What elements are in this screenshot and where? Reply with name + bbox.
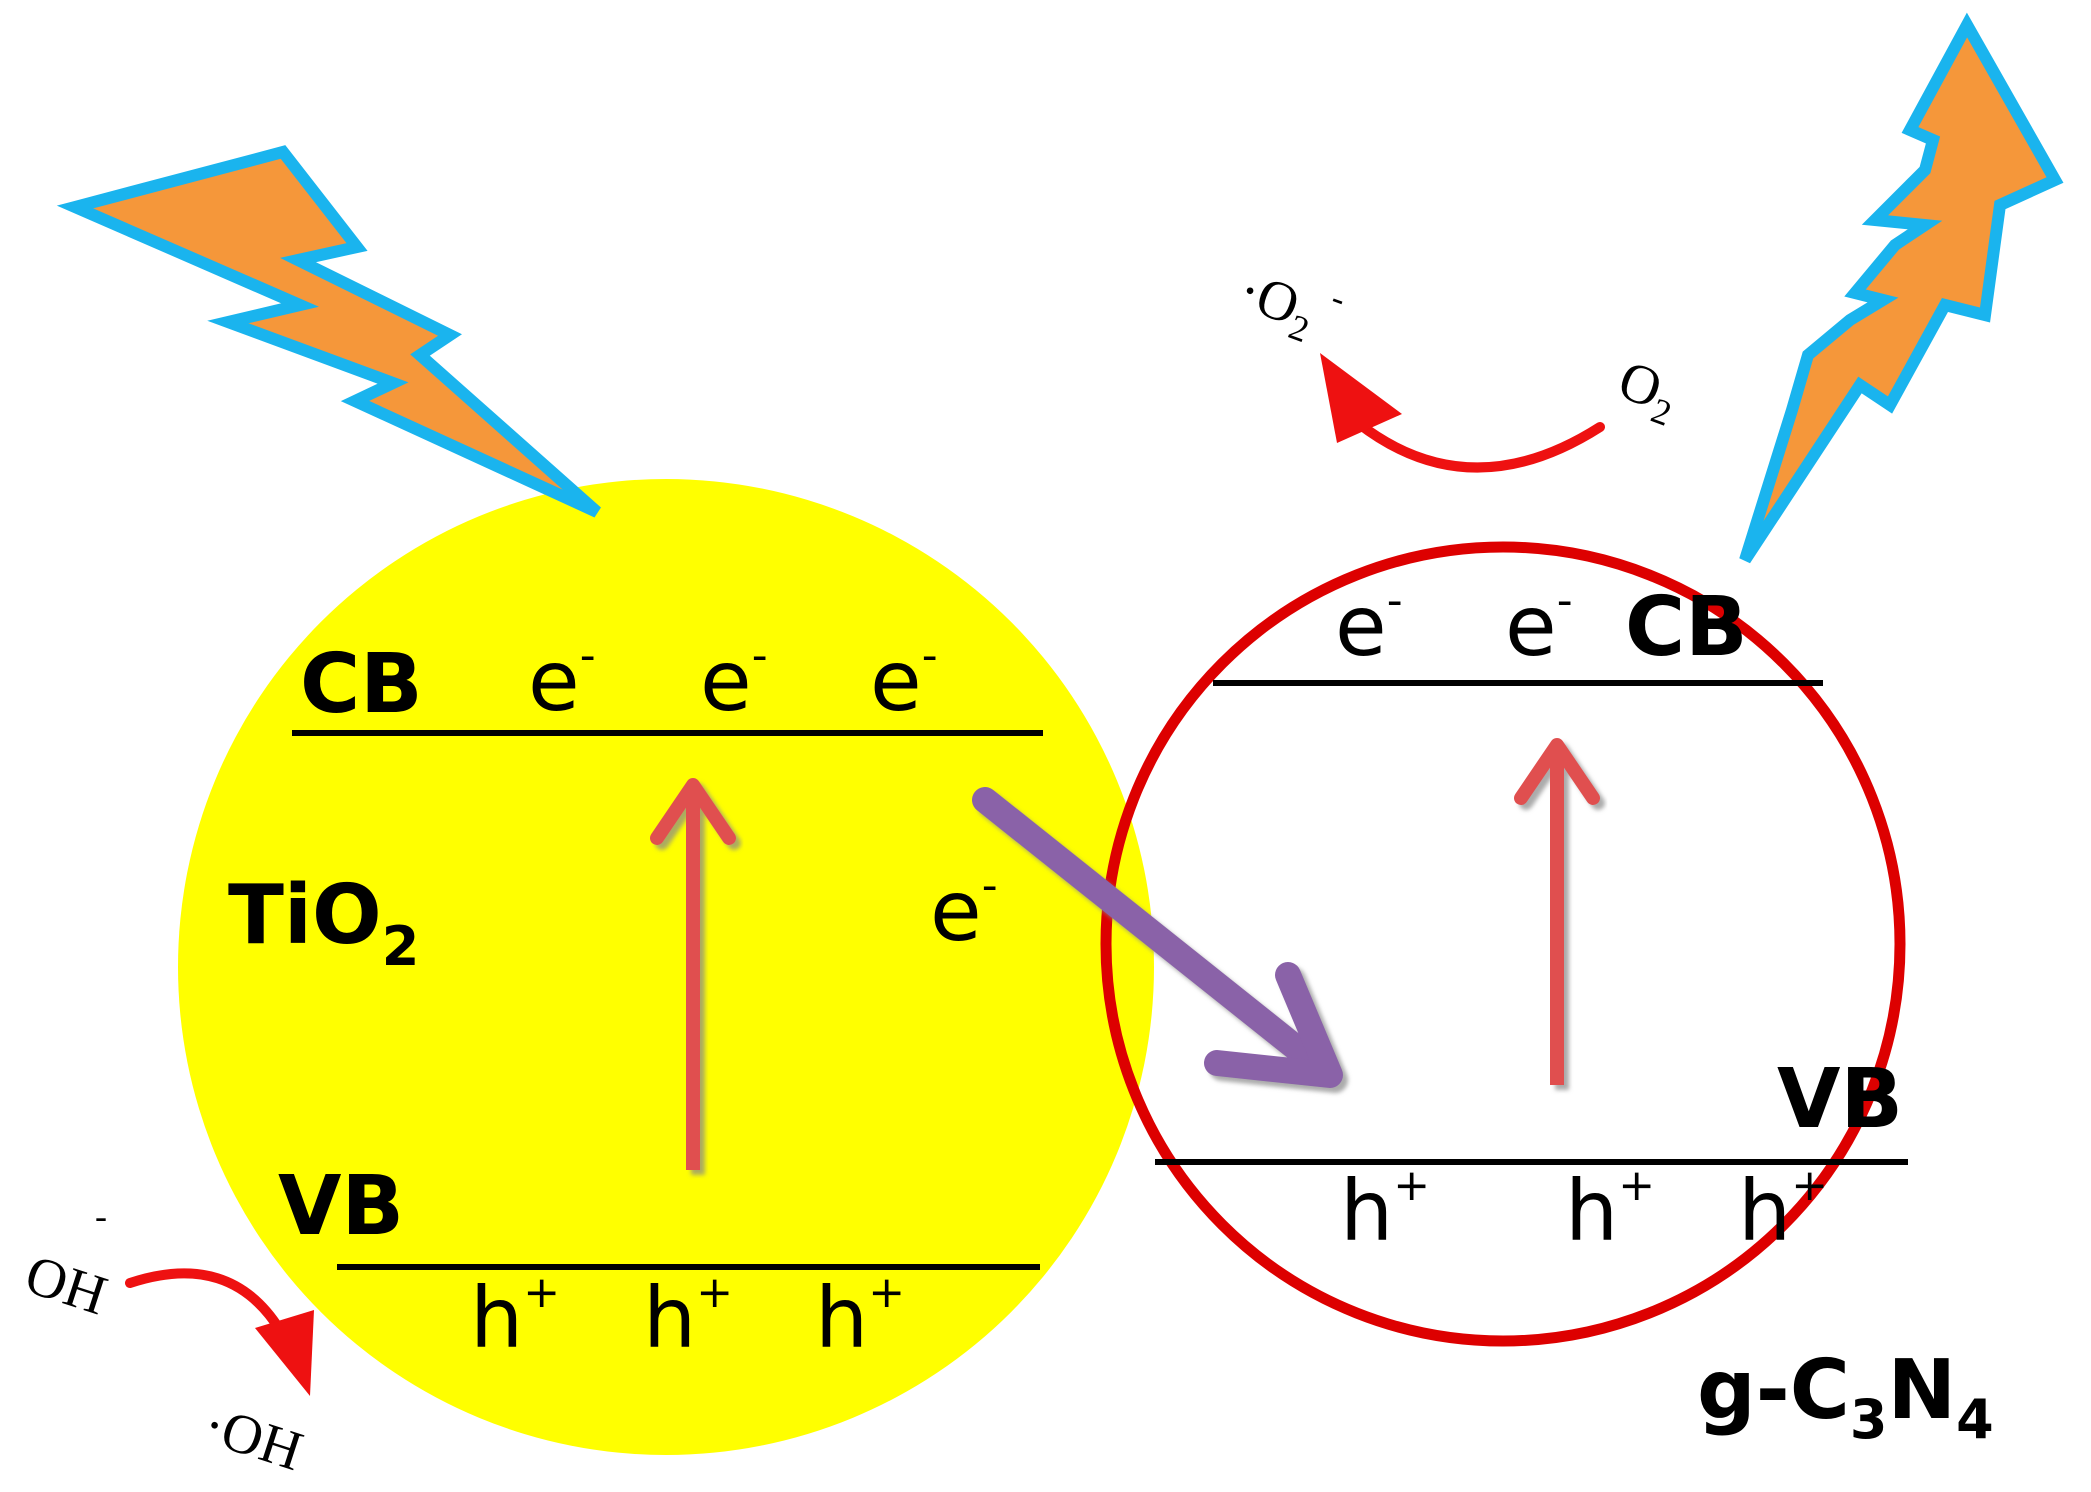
electron: e- — [1505, 575, 1573, 675]
gc3n4-particle — [1100, 541, 1906, 1347]
tio2-cb-electrons: e- e- e- — [528, 630, 938, 730]
tio2-excitation-arrow — [650, 778, 736, 1170]
tio2-cb-label: CB — [300, 637, 423, 732]
superoxide-radical: ·O2- — [1228, 247, 1351, 359]
lightning-bolt-icon — [56, 145, 601, 518]
electron: e- — [528, 630, 596, 730]
hydroxide-charge: - — [95, 1196, 107, 1236]
hydroxyl-reaction-arrow — [125, 1268, 314, 1396]
hole: h+ — [470, 1267, 560, 1367]
gc3n4-vb-label: VB — [1777, 1052, 1903, 1147]
electron: e- — [700, 630, 768, 730]
hole: h+ — [1340, 1160, 1430, 1260]
electron: e- — [870, 630, 938, 730]
superoxide-reaction-arrow — [1320, 353, 1605, 473]
gc3n4-excitation-arrow — [1514, 738, 1600, 1085]
lightning-bolt-icon — [1739, 12, 2064, 564]
oxygen-reactant: O2 — [1608, 349, 1687, 434]
tio2-label: TiO2 — [228, 868, 419, 978]
hole: h+ — [643, 1267, 733, 1367]
gc3n4-cb-label: CB — [1625, 580, 1748, 675]
hole: h+ — [1565, 1160, 1655, 1260]
electron: e- — [1335, 575, 1403, 675]
tio2-particle — [178, 479, 1154, 1455]
hole: h+ — [815, 1267, 905, 1367]
tio2-vb-label: VB — [278, 1159, 404, 1254]
tio2-vb-holes: h+ h+ h+ — [470, 1267, 905, 1367]
gc3n4-cb-electrons: e- e- — [1335, 575, 1573, 675]
hole: h+ — [1738, 1160, 1828, 1260]
gc3n4-label: g-C3N4 — [1697, 1343, 1994, 1451]
hydroxyl-radical: ·OH — [196, 1393, 310, 1483]
gc3n4-vb-holes: h+ h+ h+ — [1340, 1160, 1828, 1260]
electron-transfer-arrow — [972, 787, 1343, 1088]
hydroxide-reactant: OH — [18, 1243, 114, 1327]
transferring-electron: e- — [930, 860, 998, 960]
